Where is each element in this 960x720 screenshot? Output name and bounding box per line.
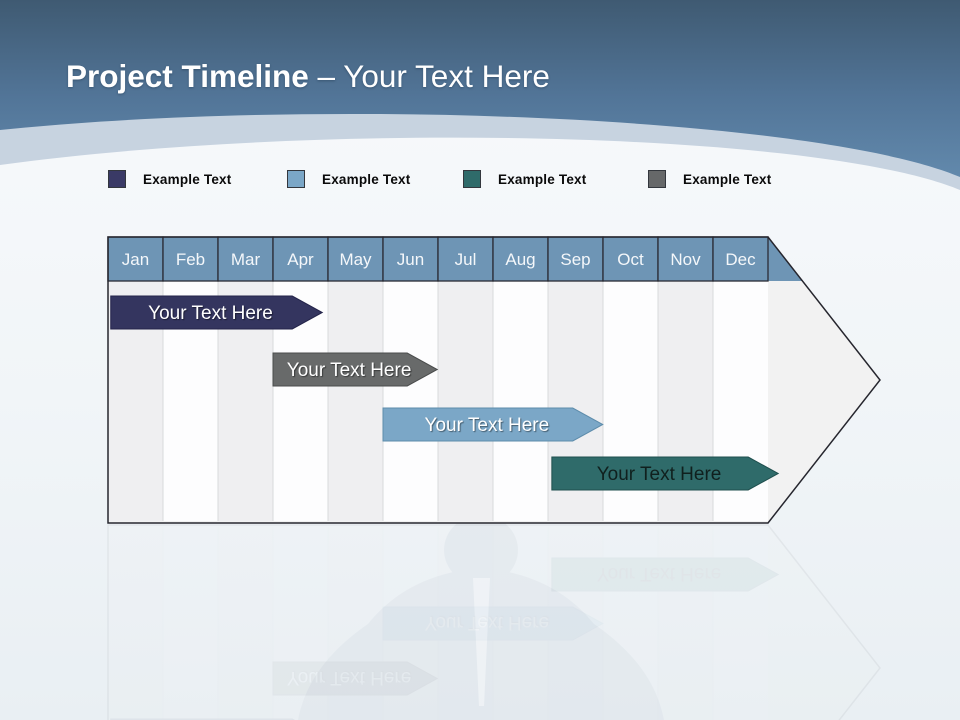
bar-label: Your Text Here (148, 303, 273, 324)
month-header-cell (327, 236, 384, 282)
month-header-cell (107, 236, 164, 282)
month-label: Jan (122, 250, 149, 269)
month-column (438, 281, 493, 521)
month-header-cell (712, 236, 769, 282)
page-title: Project Timeline – Your Text Here (66, 58, 550, 94)
title-regular-part: – Your Text Here (317, 58, 550, 94)
month-header-cell (602, 236, 659, 282)
bar-label: Your Text Here (287, 360, 412, 381)
timeline-bar (551, 456, 780, 491)
month-label: Dec (725, 250, 756, 269)
month-label: Mar (231, 250, 261, 269)
legend-swatch-teal (463, 170, 481, 188)
month-label: May (339, 250, 372, 269)
legend-item: Example Text (463, 170, 586, 188)
legend-label: Example Text (683, 171, 772, 187)
legend-label: Example Text (322, 171, 411, 187)
legend-item: Example Text (287, 170, 410, 188)
month-label: Feb (176, 250, 205, 269)
month-label: Jul (455, 250, 477, 269)
legend-label: Example Text (143, 171, 232, 187)
month-column (383, 281, 438, 521)
month-header-cell (272, 236, 329, 282)
legend-item: Example Text (108, 170, 231, 188)
legend-label: Example Text (498, 171, 587, 187)
month-header-cell (382, 236, 439, 282)
legend-swatch-navy (108, 170, 126, 188)
bar-label: Your Text Here (425, 415, 550, 436)
month-header-cell (657, 236, 714, 282)
month-label: Sep (560, 250, 590, 269)
legend-swatch-blue (287, 170, 305, 188)
timeline-bar (382, 407, 604, 442)
timeline-reflection (107, 524, 881, 720)
legend-item: Example Text (648, 170, 771, 188)
month-label: Nov (670, 250, 701, 269)
title-bold-part: Project Timeline (66, 58, 309, 94)
month-label: Jun (397, 250, 424, 269)
month-label: Apr (287, 250, 314, 269)
month-column (328, 281, 383, 521)
timeline-bar (110, 295, 324, 330)
header-curve-blue (0, 0, 960, 177)
legend-swatch-gray (648, 170, 666, 188)
timeline-bar (272, 352, 439, 387)
month-label: Aug (505, 250, 535, 269)
month-label: Oct (617, 250, 644, 269)
timeline-chart: Jan Feb Mar Apr May Jun Jul Aug Sep Oct Nov DecYour… (107, 236, 881, 524)
month-header-cell (437, 236, 494, 282)
bar-label: Your Text Here (597, 464, 722, 485)
month-column (493, 281, 548, 521)
